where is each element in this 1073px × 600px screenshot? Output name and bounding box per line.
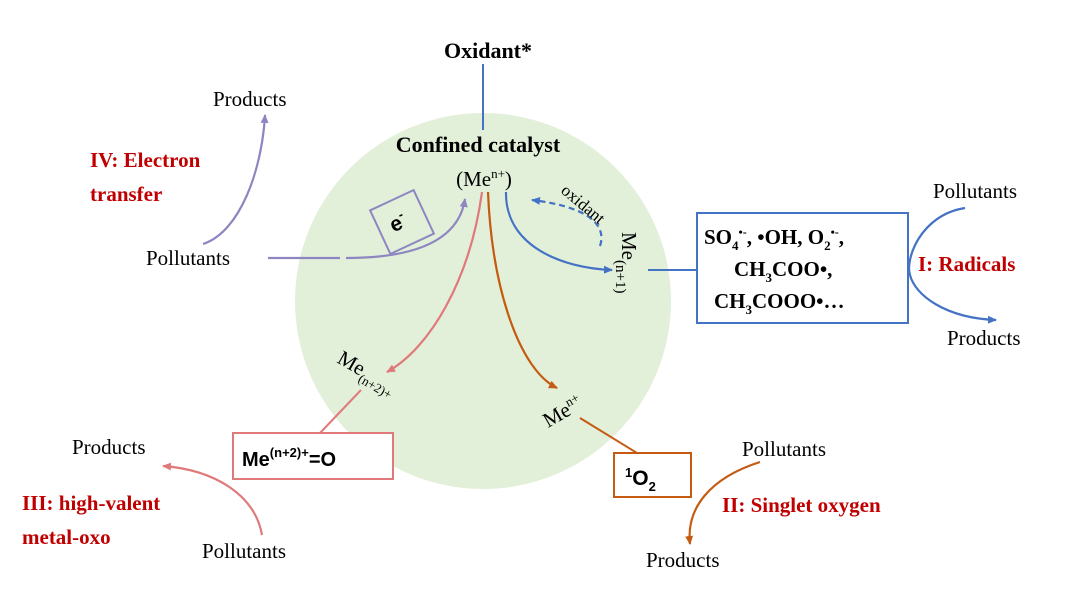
pathway-IV-products: Products: [213, 87, 287, 111]
pathway-IV-title-line-1: IV: Electron: [90, 148, 201, 172]
metal-oxo-connector: [319, 389, 362, 434]
radicals-line-3: CH3COOO•…: [714, 289, 845, 317]
me-n1-label: Me(n+1): [612, 232, 641, 293]
pathway-I-arrow: [504, 191, 613, 274]
catalyst-center-species: (Men+): [456, 166, 512, 191]
catalyst-title: Confined catalyst: [396, 132, 561, 157]
metal-oxo-formula: Me(n+2)+=O: [242, 445, 336, 471]
pathway-II-products: Products: [646, 548, 720, 572]
pathway-IV-title-line-2: transfer: [90, 182, 162, 206]
oxidant-label: Oxidant*: [444, 38, 532, 63]
pathway-III-degradation-arrow: [162, 462, 264, 536]
pathway-I-pollutants: Pollutants: [933, 179, 1017, 203]
singlet-oxygen-formula: 1O2: [625, 465, 656, 494]
pathway-II-pollutants: Pollutants: [742, 437, 826, 461]
pathway-IV-arrow: [345, 198, 468, 260]
pathway-IV-pollutants: Pollutants: [146, 246, 230, 270]
radicals-line-1: SO4•-, •OH, O2•-,: [704, 225, 844, 253]
pathway-III-products: Products: [72, 435, 146, 459]
pathway-I-degradation-arrow: [908, 206, 997, 324]
pathway-I-products: Products: [947, 326, 1021, 350]
catalyst-circle: [295, 113, 671, 489]
pathway-IV-degradation-arrow: [202, 114, 269, 246]
metal-oxo-box: [232, 432, 394, 480]
pathway-III-title-line-1: III: high-valent: [22, 491, 160, 515]
pathway-III-pollutants: Pollutants: [202, 539, 286, 563]
pathway-II-degradation-arrow: [685, 460, 761, 545]
pathway-I-oxidant-return-arrow: [531, 196, 603, 247]
pathway-III-title-line-2: metal-oxo: [22, 525, 111, 549]
radicals-line-2: CH3COO•,: [734, 257, 832, 285]
pathway-I-title: I: Radicals: [918, 252, 1015, 276]
singlet-oxygen-box: [613, 452, 692, 498]
singlet-connector-a: [579, 417, 638, 454]
pathway-II-title: II: Singlet oxygen: [722, 493, 881, 517]
radicals-box: [696, 212, 909, 324]
pathway-III-arrow: [386, 191, 484, 373]
pathway-II-arrow: [486, 191, 558, 389]
